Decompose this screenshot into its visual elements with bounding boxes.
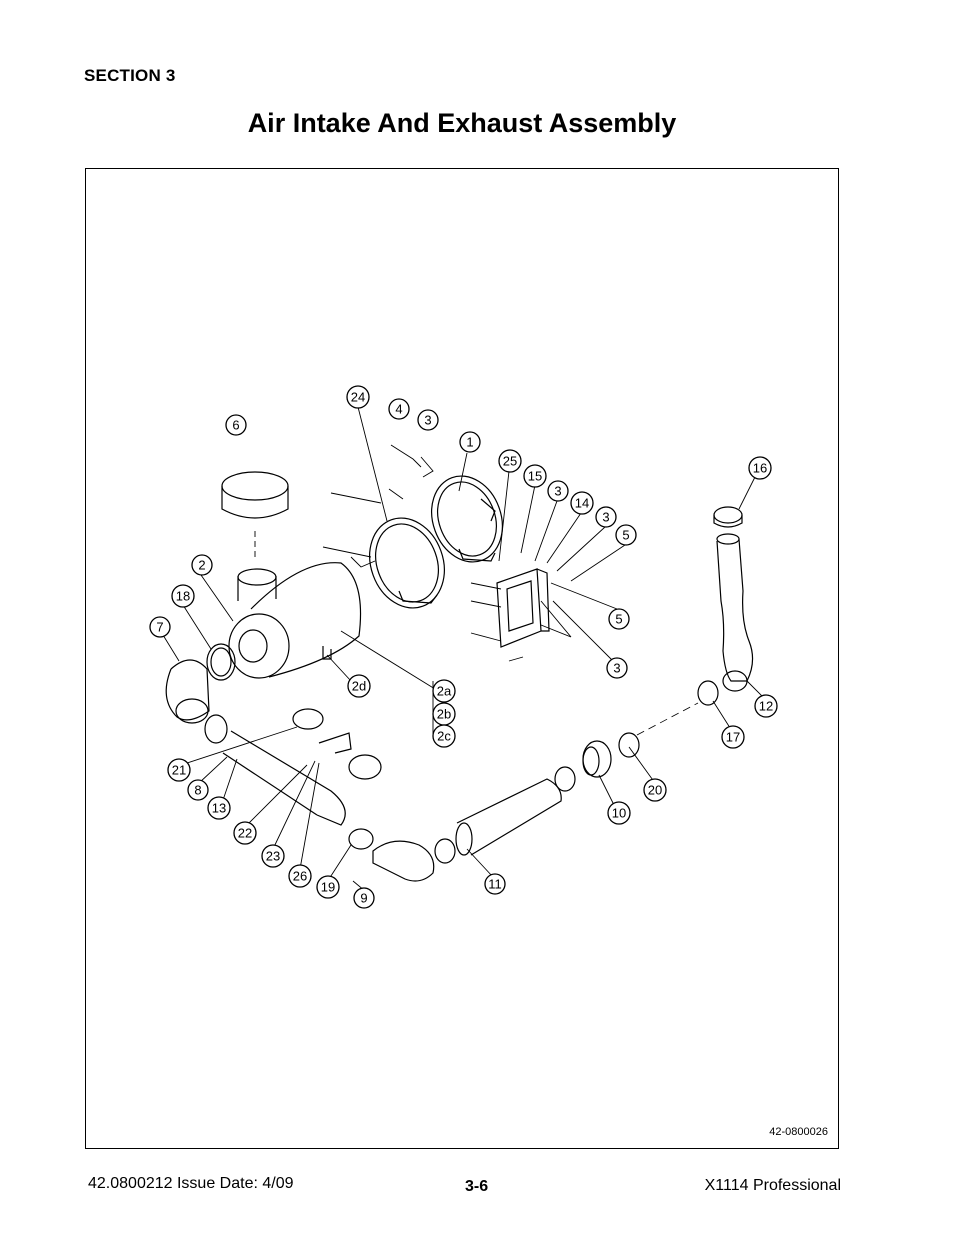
- svg-text:14: 14: [575, 496, 589, 511]
- svg-text:7: 7: [156, 620, 163, 635]
- callout-2b: 2b: [432, 702, 456, 726]
- footer-page-number: 3-6: [465, 1178, 489, 1195]
- figure-number: 42-0800026: [769, 1126, 828, 1138]
- svg-text:3: 3: [554, 484, 561, 499]
- svg-text:2a: 2a: [437, 684, 452, 699]
- svg-text:3: 3: [613, 661, 620, 676]
- callout-24: 24: [346, 385, 370, 409]
- svg-text:10: 10: [612, 806, 626, 821]
- callout-21: 21: [167, 758, 191, 782]
- svg-text:12: 12: [759, 699, 773, 714]
- svg-text:5: 5: [622, 528, 629, 543]
- callout-11: 11: [484, 873, 506, 895]
- exploded-assembly-diagram: 1 2 2a 2b 2c 2d 3 3 3 3 4 5 5 6 7 8 9 10…: [149, 385, 778, 909]
- svg-text:13: 13: [212, 801, 226, 816]
- svg-text:5: 5: [615, 612, 622, 627]
- callout-20: 20: [643, 778, 667, 802]
- exhaust-pipe-parts: [348, 732, 640, 882]
- callout-17: 17: [721, 725, 745, 749]
- callout-25: 25: [498, 449, 522, 473]
- svg-text:18: 18: [176, 589, 190, 604]
- mounting-bracket-part: [470, 568, 572, 662]
- svg-text:26: 26: [293, 869, 307, 884]
- callout-3-lower: 3: [606, 657, 628, 679]
- exhaust-stack-parts: [636, 506, 754, 736]
- footer-product: X1114 Professional: [704, 1177, 841, 1194]
- mounting-band-parts: [322, 444, 503, 609]
- callout-12: 12: [754, 694, 778, 718]
- svg-text:8: 8: [194, 783, 201, 798]
- air-cleaner-cap-part: [221, 471, 289, 561]
- figure-frame: 1 2 2a 2b 2c 2d 3 3 3 3 4 5 5 6 7 8 9 10…: [85, 168, 839, 1149]
- svg-text:24: 24: [351, 390, 365, 405]
- svg-text:11: 11: [488, 877, 502, 892]
- callout-5-upper: 5: [615, 524, 637, 546]
- callout-9: 9: [353, 887, 375, 909]
- air-cleaner-body-part: [228, 562, 362, 679]
- callout-6: 6: [225, 414, 247, 436]
- svg-text:15: 15: [528, 469, 542, 484]
- svg-text:21: 21: [172, 763, 186, 778]
- svg-text:2: 2: [198, 558, 205, 573]
- callout-3-mid: 3: [547, 480, 569, 502]
- callout-23: 23: [261, 844, 285, 868]
- svg-text:3: 3: [424, 413, 431, 428]
- callout-26: 26: [288, 864, 312, 888]
- callout-13: 13: [207, 796, 231, 820]
- callout-18: 18: [171, 584, 195, 608]
- intake-elbow-and-tube-parts: [165, 643, 382, 826]
- callout-2c: 2c: [432, 724, 456, 748]
- svg-text:1: 1: [466, 435, 473, 450]
- svg-text:6: 6: [232, 418, 239, 433]
- footer-doc-issue: 42.0800212 Issue Date: 4/09: [88, 1175, 294, 1192]
- svg-text:9: 9: [360, 891, 367, 906]
- callout-2: 2: [191, 554, 213, 576]
- callout-3-right: 3: [595, 506, 617, 528]
- callout-2a: 2a: [432, 679, 456, 703]
- page-title: Air Intake And Exhaust Assembly: [247, 108, 677, 138]
- callout-1: 1: [459, 431, 481, 453]
- callout-leaders: [162, 406, 766, 892]
- callout-7: 7: [149, 616, 171, 638]
- callout-10: 10: [607, 801, 631, 825]
- svg-text:3: 3: [602, 510, 609, 525]
- callout-4: 4: [388, 398, 410, 420]
- callout-8: 8: [187, 779, 209, 801]
- callout-2d: 2d: [347, 674, 371, 698]
- svg-text:25: 25: [503, 454, 517, 469]
- svg-text:23: 23: [266, 849, 280, 864]
- callout-5-lower: 5: [608, 608, 630, 630]
- svg-text:2d: 2d: [352, 679, 366, 694]
- callout-19: 19: [316, 875, 340, 899]
- svg-text:4: 4: [395, 402, 402, 417]
- section-label: SECTION 3: [84, 66, 176, 85]
- svg-text:2b: 2b: [437, 707, 451, 722]
- svg-text:2c: 2c: [437, 729, 451, 744]
- svg-text:16: 16: [753, 461, 767, 476]
- callout-22: 22: [233, 821, 257, 845]
- svg-text:20: 20: [648, 783, 662, 798]
- callout-15: 15: [523, 464, 547, 488]
- callout-3-top: 3: [417, 409, 439, 431]
- svg-text:17: 17: [726, 730, 740, 745]
- svg-text:19: 19: [321, 880, 335, 895]
- callout-14: 14: [570, 491, 594, 515]
- svg-text:22: 22: [238, 826, 252, 841]
- callout-16: 16: [748, 456, 772, 480]
